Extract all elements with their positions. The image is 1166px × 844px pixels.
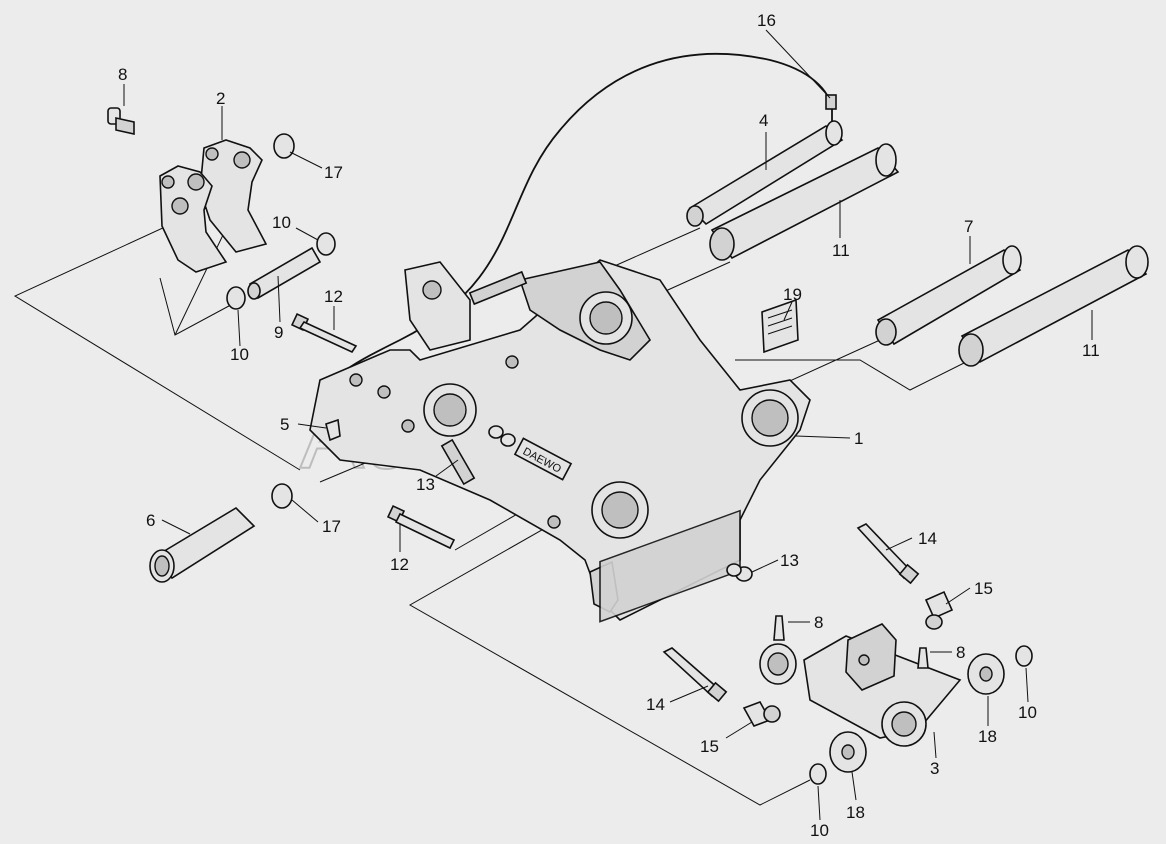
callout-11: 11 bbox=[1082, 341, 1100, 360]
nut bbox=[488, 425, 504, 439]
callout-1: 1 bbox=[854, 429, 863, 448]
bolt-part bbox=[386, 504, 456, 550]
callout-11: 11 bbox=[832, 241, 850, 260]
bracket-part bbox=[159, 139, 268, 273]
callout-13: 13 bbox=[416, 475, 435, 494]
pin-with-holder-part bbox=[686, 120, 844, 227]
safety-cable bbox=[327, 52, 833, 399]
lock-pin-part bbox=[325, 418, 341, 442]
bushing-part bbox=[967, 653, 1005, 695]
large-pin-part bbox=[958, 245, 1149, 367]
nut bbox=[726, 563, 742, 577]
callout-3: 3 bbox=[930, 759, 939, 778]
snap-ring bbox=[1015, 645, 1033, 667]
medium-pin-part bbox=[875, 245, 1022, 346]
callout-5: 5 bbox=[280, 415, 289, 434]
callout-8: 8 bbox=[814, 613, 823, 632]
callout-13: 13 bbox=[780, 551, 799, 570]
callout-10: 10 bbox=[1018, 703, 1037, 722]
callout-15: 15 bbox=[700, 737, 719, 756]
decal-label-part bbox=[761, 298, 799, 354]
callout-12: 12 bbox=[324, 287, 343, 306]
hydraulic-cylinder-part bbox=[759, 615, 962, 747]
callout-17: 17 bbox=[322, 517, 341, 536]
snap-ring bbox=[273, 133, 295, 159]
bolt-part bbox=[662, 647, 728, 703]
callout-14: 14 bbox=[918, 529, 937, 548]
callout-4: 4 bbox=[759, 111, 768, 130]
callout-8: 8 bbox=[956, 643, 965, 662]
snap-ring bbox=[226, 286, 246, 310]
elbow-fitting-part bbox=[742, 701, 781, 727]
callout-2: 2 bbox=[216, 89, 225, 108]
callout-6: 6 bbox=[146, 511, 155, 530]
callout-18: 18 bbox=[846, 803, 865, 822]
callout-8: 8 bbox=[118, 65, 127, 84]
callout-leaders bbox=[123, 29, 1093, 821]
cable-clamp bbox=[825, 94, 837, 110]
grease-nipple-part bbox=[107, 107, 135, 135]
bolt-part bbox=[290, 312, 358, 354]
nut bbox=[500, 433, 516, 447]
callout-16: 16 bbox=[757, 11, 776, 30]
callout-7: 7 bbox=[964, 217, 973, 236]
callout-17: 17 bbox=[324, 163, 343, 182]
callout-labels: 16 8 2 17 4 10 11 7 12 19 9 10 11 5 1 13… bbox=[118, 11, 1100, 840]
callout-12: 12 bbox=[390, 555, 409, 574]
pivot-pin-part bbox=[149, 506, 256, 583]
snap-ring bbox=[809, 763, 827, 785]
callout-14: 14 bbox=[646, 695, 665, 714]
bushing-part bbox=[829, 731, 867, 773]
callout-10: 10 bbox=[272, 213, 291, 232]
large-pin-part bbox=[709, 143, 900, 261]
callout-10: 10 bbox=[230, 345, 249, 364]
callout-19: 19 bbox=[783, 285, 802, 304]
snap-ring bbox=[316, 232, 336, 256]
callout-9: 9 bbox=[274, 323, 283, 342]
callout-10: 10 bbox=[810, 821, 829, 840]
elbow-fitting-part bbox=[924, 590, 954, 630]
coupler-body-part: DAEWO bbox=[309, 259, 811, 623]
callout-15: 15 bbox=[974, 579, 993, 598]
bolt-part bbox=[856, 523, 920, 585]
callout-18: 18 bbox=[978, 727, 997, 746]
small-pin-part bbox=[247, 246, 322, 300]
snap-ring bbox=[271, 483, 293, 509]
